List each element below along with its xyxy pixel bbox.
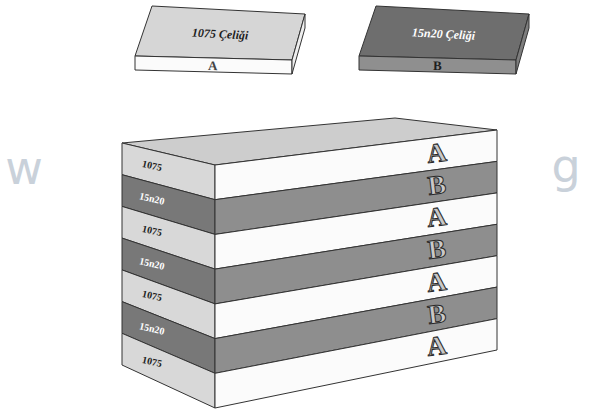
plate-b (359, 6, 529, 74)
steel-layer-band: 1075 A (120, 194, 500, 236)
steel-name: 1075 (141, 354, 163, 368)
steel-layer-band: 1075A (120, 322, 500, 364)
steel-name: 15n20 (138, 191, 165, 206)
steel-plate: 1075 ÇeliğiA (132, 4, 308, 78)
steel-plate: 15n20 ÇeliğiB (356, 4, 532, 78)
face-letter: B (433, 58, 442, 71)
watermark-letter: g (551, 143, 580, 189)
steel-name: 1075 (141, 224, 163, 238)
steel-layer-band: 15n20 B (120, 162, 500, 204)
face-letter: A (426, 332, 449, 361)
steel-name: 15n20 Çeliği (412, 26, 476, 41)
steel-name: 1075 Çeliği (192, 27, 249, 42)
watermark-letter: w (5, 145, 43, 191)
face-letter: A (426, 203, 449, 232)
steel-layer-band: 15n20 B (120, 226, 500, 268)
face-letter: B (426, 300, 447, 329)
face-letter: B (426, 235, 447, 264)
steel-name: 1075 (141, 159, 163, 173)
plate-a (135, 6, 305, 74)
face-letter: A (208, 58, 218, 71)
face-letter: A (426, 267, 449, 296)
steel-name: 15n20 (138, 256, 165, 271)
steel-name: 1075 (141, 289, 163, 303)
steel-layer-band: 15n20B (120, 290, 500, 332)
steel-layer-band: 1075 A (120, 258, 500, 300)
stack-block (122, 118, 497, 408)
steel-name: 15n20 (138, 321, 165, 336)
face-letter: A (426, 139, 449, 168)
face-letter: B (426, 171, 447, 200)
steel-layer-band: 1075 A (120, 130, 500, 172)
